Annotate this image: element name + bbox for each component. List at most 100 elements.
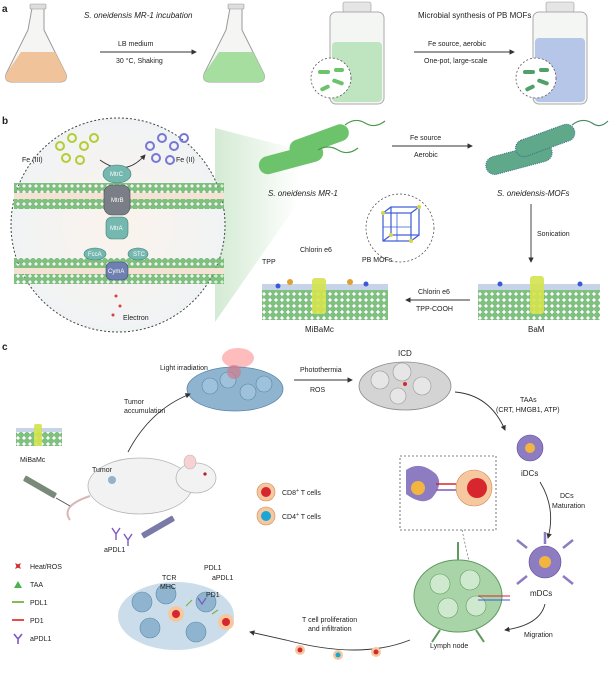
legend-heat-label: Heat/ROS [30, 564, 62, 571]
electron-label: Electron [123, 315, 149, 322]
arrow-taas [454, 391, 506, 431]
cd4-text: CD4 [282, 514, 296, 521]
dcs-label-2: Maturation [552, 503, 585, 510]
mibamc-platform [262, 278, 388, 320]
pdl1-label: PDL1 [204, 565, 222, 572]
sonication-label: Sonication [537, 231, 570, 238]
mouse [66, 454, 217, 521]
mibamc-small [16, 424, 62, 446]
mr1-label-text: S. oneidensis MR-1 [268, 189, 338, 198]
bacteria-inset-1 [310, 57, 352, 99]
legend-pd1-label: PD1 [30, 618, 44, 625]
idc-cell [516, 434, 544, 462]
fe3-ions [55, 133, 99, 165]
migrating-tcells [295, 645, 381, 660]
mtrc-label: MtrC [110, 172, 124, 178]
step1-top: LB medium [118, 41, 154, 48]
lymph-node [413, 542, 510, 643]
tumor-microenvironment [118, 582, 234, 650]
panel-label-b: b [2, 116, 8, 127]
chlorin2-label: Chlorin e6 [418, 289, 450, 296]
fe-source-label: Fe source [410, 135, 441, 142]
apdl1-2-label: aPDL1 [212, 575, 234, 582]
legend-pdl1: PDL1 [12, 600, 48, 607]
pb-mof-lattice [365, 193, 435, 263]
step1-bottom: 30 °C, Shaking [116, 57, 163, 65]
cd8-plus: + [296, 488, 299, 494]
legend-apdl1: aPDL1 [13, 633, 52, 644]
mdc-cell [516, 532, 574, 585]
flask-green [203, 3, 265, 83]
tumor-accum-1: Tumor [124, 399, 145, 406]
legend-taa: TAA [14, 581, 43, 589]
light-beam [222, 348, 254, 368]
legend-apdl1-label: aPDL1 [30, 636, 52, 643]
cd4-plus: + [296, 512, 299, 518]
mdcs-label: mDCs [530, 589, 552, 598]
cd8-tcells: T cells [299, 490, 321, 497]
cd8-cell [256, 482, 276, 502]
synapse-inset [399, 455, 497, 531]
cd4-tcells: T cells [299, 514, 321, 521]
legend-taa-label: TAA [30, 582, 43, 589]
arrow-proliferation [249, 630, 411, 651]
aerobic-label: Aerobic [414, 152, 438, 159]
arrow-migration [504, 603, 546, 633]
arrow-maturation [539, 481, 552, 539]
prolif-label-1: T cell proliferation [302, 617, 357, 624]
prolif-label-2: and infiltration [308, 626, 352, 633]
syringe-right [141, 515, 175, 539]
dcs-label-1: DCs [560, 493, 574, 500]
taas-label: TAAs [520, 397, 537, 404]
step2-top: Fe source, aerobic [428, 41, 486, 48]
photothermia-label: Photothermia [300, 367, 342, 374]
cd4-label: CD4+ T cells [282, 512, 321, 521]
synthesis-label: Microbial synthesis of PB MOFs [418, 11, 531, 20]
incubation-label: S. oneidensis MR-1 incubation [84, 11, 193, 20]
legend-heat: Heat/ROS [15, 563, 62, 571]
apdl1-label: aPDL1 [104, 547, 126, 554]
panel-label-c: c [2, 342, 8, 353]
lymph-node-label: Lymph node [430, 643, 468, 650]
fcca-label: FccA [88, 252, 102, 258]
cd8-text: CD8 [282, 490, 296, 497]
icd-label: ICD [398, 349, 412, 358]
bam-platform [478, 276, 600, 320]
pd1-label: PD1 [206, 592, 220, 599]
flask-orange [5, 3, 67, 83]
mofs-label-text: S. oneidensis-MOFs [497, 189, 569, 198]
syringe-left [23, 475, 71, 507]
tpp-label: TPP [262, 259, 276, 266]
arrow-accumulation [127, 393, 191, 453]
tpp-cooh-label: TPP-COOH [416, 306, 453, 313]
panel-c: c Light irradiation Photothermia ROS ICD… [2, 342, 585, 660]
mibamc-small-label: MiBaMc [20, 457, 46, 464]
legend-pdl1-label: PDL1 [30, 600, 48, 607]
bacteria-mofs [485, 119, 609, 175]
bam-label: BaM [528, 325, 545, 334]
bacteria-mr1 [258, 119, 386, 175]
stc-label: STC [133, 252, 146, 258]
pb-mofs-label: PB MOFs [362, 257, 393, 264]
mofs-label: S. oneidensis-MOFs [497, 189, 569, 198]
step2-bottom: One-pot, large-scale [424, 58, 488, 65]
apdl1-antibodies [111, 527, 133, 546]
zoom-cone [215, 128, 300, 322]
panel-label-a: a [2, 4, 8, 15]
mibamc-label: MiBaMc [305, 325, 334, 334]
mtr-pathway: MtrC MtrB MtrA FccA STC CymA [83, 164, 149, 317]
fe3-label: Fe (III) [22, 157, 43, 164]
migration-label: Migration [524, 632, 553, 639]
mtrb-label: MtrB [111, 198, 124, 204]
idcs-label: iDCs [521, 469, 538, 478]
chlorin-label: Chlorin e6 [300, 247, 332, 254]
tumor-label: Tumor [92, 467, 113, 474]
bacteria-inset-2 [515, 57, 557, 99]
mtra-label: MtrA [110, 226, 123, 232]
tcr-label: TCR [162, 575, 176, 582]
legend: Heat/ROS TAA PDL1 PD1 aPDL1 [12, 563, 62, 644]
cyma-label: CymA [108, 269, 124, 275]
legend-pd1: PD1 [12, 618, 44, 625]
fe2-label: Fe (II) [176, 157, 195, 164]
